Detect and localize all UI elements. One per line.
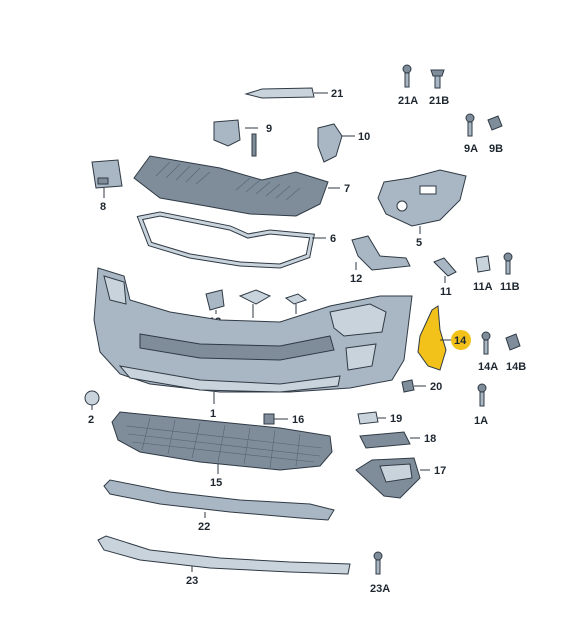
- part-17-fog-lamp-cover[interactable]: [355, 457, 430, 499]
- label-6: 6: [330, 233, 336, 245]
- part-21-trim-strip[interactable]: [244, 87, 328, 99]
- part-8-bracket[interactable]: [91, 159, 123, 198]
- label-2: 2: [88, 414, 94, 426]
- label-7: 7: [344, 183, 350, 195]
- part-9A-screw[interactable]: [465, 113, 475, 137]
- label-14B: 14B: [506, 361, 526, 373]
- part-11B-screw[interactable]: [503, 252, 513, 275]
- part-18-trim[interactable]: [359, 431, 420, 449]
- part-6-grille-frame[interactable]: [136, 211, 326, 269]
- label-9: 9: [266, 123, 272, 135]
- part-12-bracket[interactable]: [351, 235, 411, 271]
- part-9-bracket[interactable]: [213, 119, 258, 157]
- part-5-headlamp-bracket[interactable]: [377, 169, 467, 234]
- label-23: 23: [186, 575, 198, 587]
- part-14-bumper-bracket-highlighted[interactable]: [417, 305, 471, 371]
- label-11B: 11B: [500, 281, 520, 293]
- label-5: 5: [416, 237, 422, 249]
- part-13-bracket[interactable]: [205, 289, 225, 314]
- label-16: 16: [292, 414, 304, 426]
- part-20-clip[interactable]: [401, 379, 426, 393]
- part-14A-screw[interactable]: [481, 331, 491, 355]
- part-19-clip[interactable]: [357, 411, 386, 425]
- part-15-lower-grille[interactable]: [111, 411, 333, 474]
- label-23A: 23A: [370, 583, 390, 595]
- part-11A-nut[interactable]: [475, 255, 491, 273]
- part-2-cap[interactable]: [84, 390, 100, 410]
- label-14: 14: [454, 335, 467, 347]
- label-18: 18: [424, 433, 436, 445]
- part-21B-clip[interactable]: [430, 69, 445, 89]
- label-21: 21: [331, 88, 343, 100]
- part-23-skid-plate[interactable]: [97, 535, 351, 575]
- part-23A-screw[interactable]: [373, 551, 383, 575]
- label-8: 8: [100, 201, 106, 213]
- label-1A: 1A: [474, 415, 488, 427]
- label-9A: 9A: [464, 143, 478, 155]
- part-10-bracket[interactable]: [317, 123, 355, 163]
- label-17: 17: [434, 465, 446, 477]
- part-11-clip[interactable]: [433, 257, 457, 283]
- label-10: 10: [358, 131, 370, 143]
- part-21A-screw[interactable]: [402, 64, 412, 88]
- part-1-bumper-cover[interactable]: [93, 267, 413, 404]
- label-14A: 14A: [478, 361, 498, 373]
- label-11A: 11A: [473, 281, 493, 293]
- label-11: 11: [440, 286, 452, 298]
- part-16-clip[interactable]: [263, 413, 288, 425]
- part-9B-nut[interactable]: [487, 115, 503, 131]
- part-14B-nut[interactable]: [505, 333, 521, 351]
- label-12: 12: [350, 273, 362, 285]
- part-3-cap[interactable]: [284, 293, 308, 314]
- label-1: 1: [210, 408, 216, 420]
- part-4-tow-hook-cover[interactable]: [238, 289, 272, 318]
- label-9B: 9B: [489, 143, 503, 155]
- label-21A: 21A: [398, 95, 418, 107]
- label-20: 20: [430, 381, 442, 393]
- part-7-radiator-grille[interactable]: [133, 155, 340, 217]
- label-22: 22: [198, 521, 210, 533]
- label-19: 19: [390, 413, 402, 425]
- part-22-lower-spoiler[interactable]: [103, 479, 335, 521]
- label-15: 15: [210, 477, 222, 489]
- label-21B: 21B: [429, 95, 449, 107]
- part-1A-screw[interactable]: [477, 383, 487, 407]
